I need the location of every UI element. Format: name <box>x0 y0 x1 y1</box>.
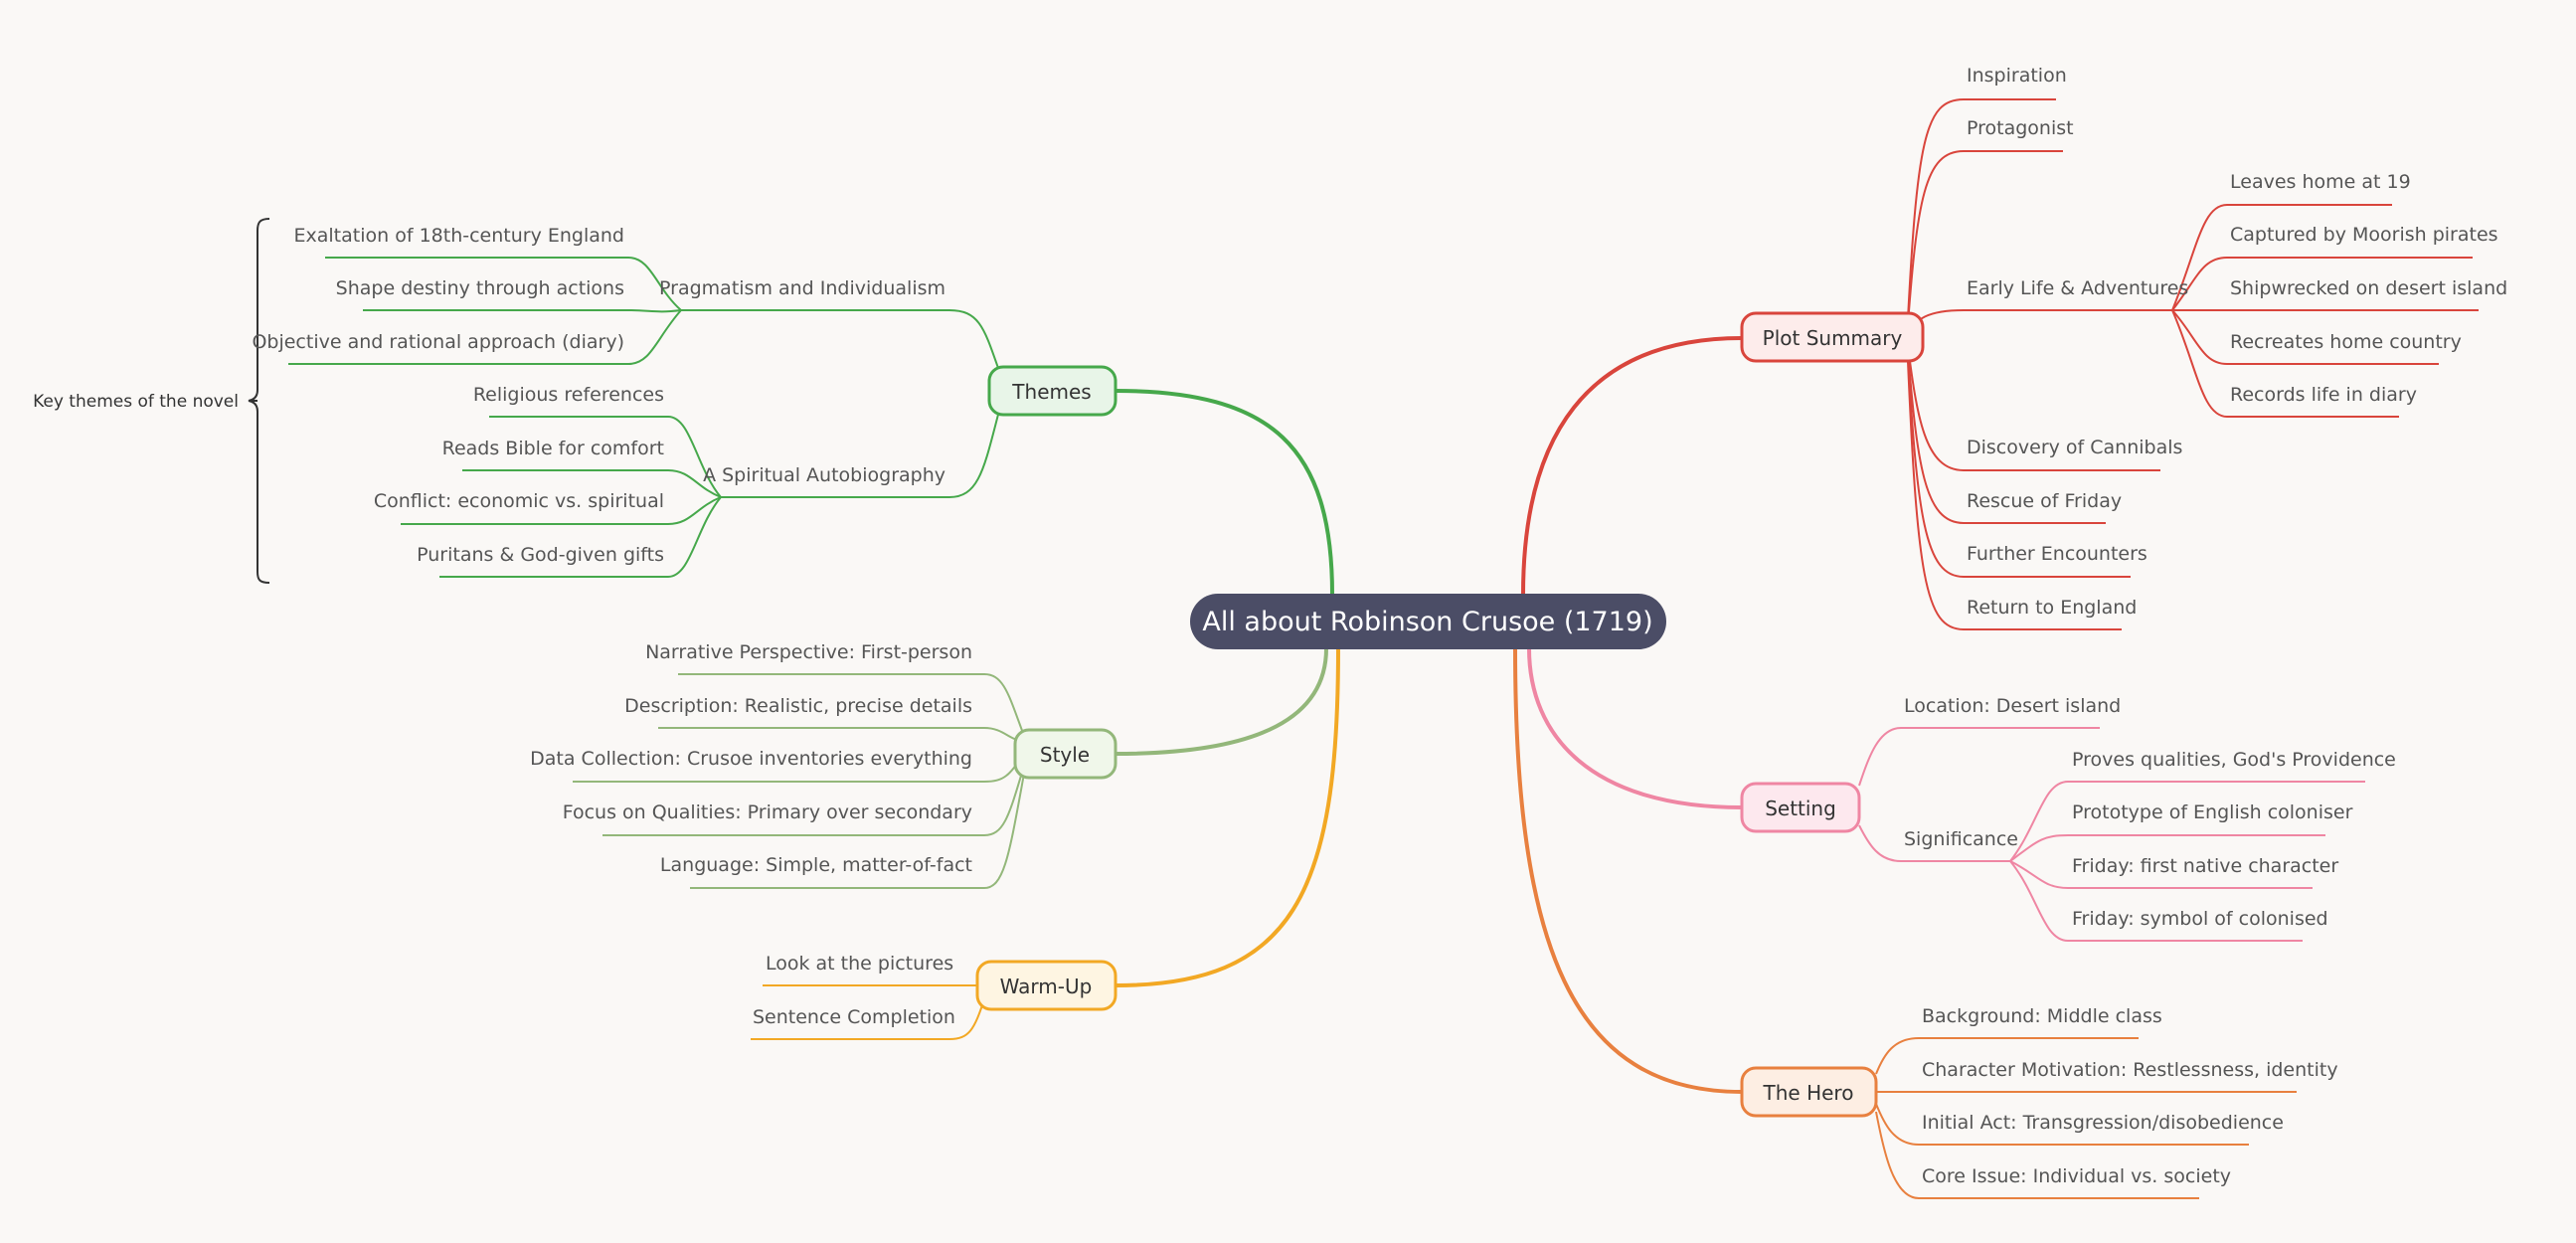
subtopic-cannibals[interactable]: Discovery of Cannibals <box>1967 437 2182 458</box>
topic-the-hero[interactable]: The Hero <box>1740 1066 1878 1118</box>
subtopic-symbol-colonised[interactable]: Friday: symbol of colonised <box>2072 908 2328 930</box>
style-subtopics: Narrative Perspective: First-person Desc… <box>530 641 972 876</box>
topic-warm-up-label: Warm-Up <box>1000 975 1093 998</box>
connector-plot <box>1521 336 1743 596</box>
hero-sub-connectors <box>1875 1037 2297 1199</box>
subtopic-records[interactable]: Records life in diary <box>2230 384 2417 406</box>
subtopic-inspiration[interactable]: Inspiration <box>1967 65 2067 87</box>
themes-subtopics: Pragmatism and Individualism A Spiritual… <box>33 225 945 566</box>
connector-hero <box>1513 647 1743 1094</box>
subtopic-objective[interactable]: Objective and rational approach (diary) <box>252 331 624 353</box>
subtopic-narrative-perspective[interactable]: Narrative Perspective: First-person <box>645 641 972 663</box>
topic-the-hero-label: The Hero <box>1763 1081 1854 1105</box>
topic-setting-label: Setting <box>1765 797 1836 820</box>
subtopic-native-character[interactable]: Friday: first native character <box>2072 855 2338 877</box>
central-topic[interactable]: All about Robinson Crusoe (1719) <box>1190 594 1666 649</box>
subtopic-rescue-friday[interactable]: Rescue of Friday <box>1967 490 2122 512</box>
connector-setting <box>1527 647 1743 809</box>
subtopic-core-issue[interactable]: Core Issue: Individual vs. society <box>1922 1165 2231 1187</box>
subtopic-focus-qualities[interactable]: Focus on Qualities: Primary over seconda… <box>563 801 972 823</box>
subtopic-shipwrecked[interactable]: Shipwrecked on desert island <box>2230 277 2507 299</box>
topic-warm-up[interactable]: Warm-Up <box>975 960 1117 1011</box>
subtopic-prototype[interactable]: Prototype of English coloniser <box>2072 801 2353 823</box>
topic-themes[interactable]: Themes <box>987 365 1117 417</box>
main-connectors <box>1115 336 1743 1094</box>
subtopic-description[interactable]: Description: Realistic, precise details <box>624 695 972 717</box>
subtopic-protagonist[interactable]: Protagonist <box>1967 117 2074 139</box>
subtopic-recreates[interactable]: Recreates home country <box>2230 331 2462 353</box>
connector-themes <box>1115 389 1334 596</box>
subtopic-captured[interactable]: Captured by Moorish pirates <box>2230 224 2498 246</box>
subtopic-puritans[interactable]: Puritans & God-given gifts <box>417 544 664 566</box>
topic-plot-summary-label: Plot Summary <box>1763 326 1903 350</box>
topic-themes-label: Themes <box>1011 380 1091 404</box>
subtopic-initial-act[interactable]: Initial Act: Transgression/disobedience <box>1922 1112 2284 1134</box>
central-topic-label: All about Robinson Crusoe (1719) <box>1202 607 1652 637</box>
plot-summary-subtopics: Inspiration Protagonist Early Life & Adv… <box>1967 65 2507 619</box>
subtopic-religious[interactable]: Religious references <box>473 384 664 406</box>
topic-style-label: Style <box>1040 743 1090 767</box>
subtopic-further-encounters[interactable]: Further Encounters <box>1967 543 2147 565</box>
subtopic-data-collection[interactable]: Data Collection: Crusoe inventories ever… <box>530 748 972 770</box>
subtopic-sentence-completion[interactable]: Sentence Completion <box>753 1006 955 1028</box>
subtopic-language[interactable]: Language: Simple, matter-of-fact <box>660 854 972 876</box>
topic-plot-summary[interactable]: Plot Summary <box>1740 311 1925 363</box>
connector-warmup <box>1115 647 1340 987</box>
warmup-subtopics: Look at the pictures Sentence Completion <box>753 953 955 1028</box>
setting-sub-connectors <box>1858 727 2365 942</box>
subtopic-shape-destiny[interactable]: Shape destiny through actions <box>336 277 624 299</box>
warmup-sub-connectors <box>751 984 985 1040</box>
subtopic-location[interactable]: Location: Desert island <box>1904 695 2121 717</box>
subtopic-exaltation[interactable]: Exaltation of 18th-century England <box>294 225 624 247</box>
subtopic-background[interactable]: Background: Middle class <box>1922 1005 2162 1027</box>
hero-subtopics: Background: Middle class Character Motiv… <box>1922 1005 2338 1187</box>
setting-subtopics: Location: Desert island Significance Pro… <box>1904 695 2396 930</box>
subtopic-early-life[interactable]: Early Life & Adventures <box>1967 277 2188 299</box>
subtopic-return-england[interactable]: Return to England <box>1967 597 2137 619</box>
subtopic-significance[interactable]: Significance <box>1904 828 2018 850</box>
subtopic-conflict[interactable]: Conflict: economic vs. spiritual <box>374 490 664 512</box>
topic-style[interactable]: Style <box>1013 728 1117 780</box>
themes-summary-label[interactable]: Key themes of the novel <box>33 392 239 412</box>
subtopic-pragmatism[interactable]: Pragmatism and Individualism <box>659 277 945 299</box>
subtopic-motivation[interactable]: Character Motivation: Restlessness, iden… <box>1922 1059 2338 1081</box>
subtopic-proves[interactable]: Proves qualities, God's Providence <box>2072 749 2396 771</box>
topic-setting[interactable]: Setting <box>1740 782 1861 833</box>
subtopic-spiritual[interactable]: A Spiritual Autobiography <box>703 464 945 486</box>
subtopic-leaves-home[interactable]: Leaves home at 19 <box>2230 171 2411 193</box>
themes-sub-connectors <box>288 257 1000 578</box>
connector-style <box>1115 647 1328 756</box>
subtopic-look-pictures[interactable]: Look at the pictures <box>766 953 953 975</box>
subtopic-bible[interactable]: Reads Bible for comfort <box>442 438 664 459</box>
